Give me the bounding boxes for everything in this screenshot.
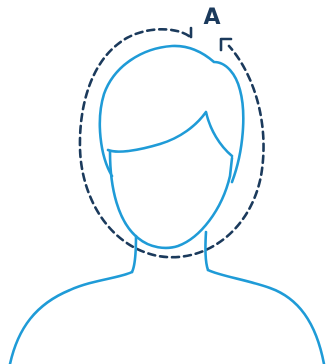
hair-fringe — [108, 112, 232, 156]
dashed-outline-left — [80, 29, 264, 257]
hair-outline — [100, 46, 243, 182]
shoulder-right — [208, 270, 324, 364]
neck-left — [132, 236, 136, 272]
face-outline — [110, 152, 232, 248]
shoulder-left — [10, 272, 132, 364]
label-a: A — [203, 5, 220, 30]
neck-right — [205, 232, 208, 270]
